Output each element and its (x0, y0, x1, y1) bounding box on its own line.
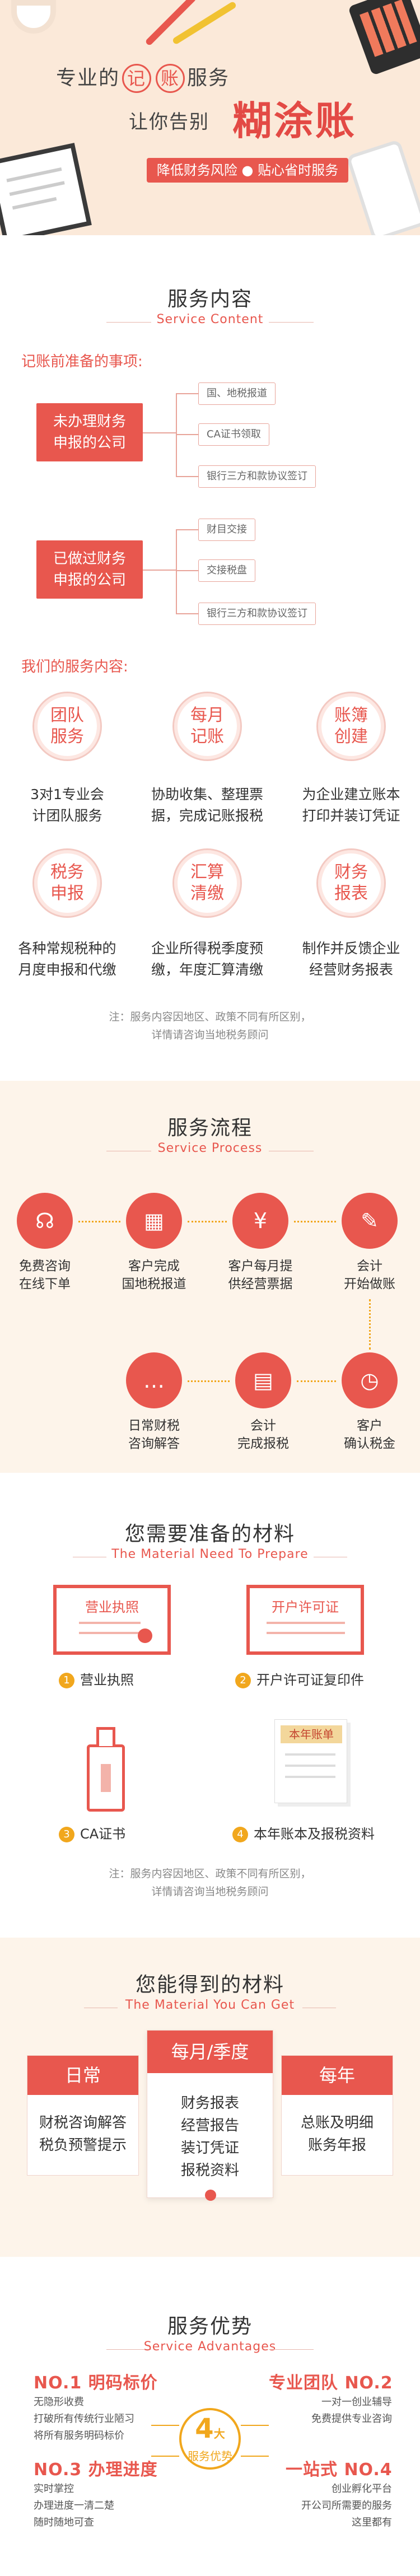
document-icon: ▤ (235, 1352, 291, 1408)
step-confirm-tax-label: 客户确认税金 (344, 1418, 395, 1451)
usb-key-icon (87, 1727, 125, 1812)
service-monthly-circle: 每月记账 (172, 692, 242, 761)
service-tax-circle: 税务申报 (32, 848, 102, 918)
hero-tagline: 降低财务风险 ● 贴心省时服务 (147, 158, 348, 183)
prep-item-tax-disk-handover: 交接税盘 (198, 559, 255, 582)
prepare-subtitle: The Material Need To Prepare (111, 1547, 309, 1561)
hero-mark-zhang: 账 (156, 64, 185, 93)
hero-banner: 专业的记账服务 让你告别 糊涂账 降低财务风险 ● 贴心省时服务 (0, 0, 420, 235)
process-subtitle: Service Process (157, 1141, 263, 1155)
adv-1-heading: NO.1 明码标价 (34, 2373, 158, 2393)
ledger-book-card: 本年账单 (274, 1719, 347, 1803)
prepare-note: 注：服务内容因地区、政策不同有所区别，详情请咨询当地税务顾问 (109, 1868, 311, 1898)
service-monthly-desc: 协助收集、整理票据，完成记账报税 (151, 786, 263, 824)
our-services-label: 我们的服务内容: (21, 659, 128, 675)
advantages-subtitle: Service Advantages (143, 2340, 277, 2354)
get-subtitle: The Material You Can Get (125, 1998, 295, 2012)
prepare-title: 您需要准备的材料 (124, 1523, 295, 1546)
calculator-icon (348, 0, 420, 76)
prep-item-tax-registration: 国、地税报道 (198, 382, 276, 405)
adv-3-heading: NO.3 办理进度 (34, 2460, 158, 2480)
coffee-cup-icon (11, 0, 56, 34)
account-permit-card: 开户许可证 (246, 1585, 364, 1655)
phone-icon (346, 139, 420, 235)
service-reports-desc: 制作并反馈企业经营财务报表 (302, 940, 400, 978)
service-books-circle: 账簿创建 (316, 692, 386, 761)
hero-headline: 糊涂账 (232, 97, 357, 144)
clock-icon: ◷ (342, 1352, 398, 1408)
service-content-section (0, 235, 420, 1081)
unregistered-company-box: 未办理财务申报的公司 (36, 403, 143, 461)
service-books-desc: 为企业建立账本打印并装订凭证 (302, 786, 400, 824)
prepare-section (0, 1473, 420, 1938)
get-card-daily: 日常 财税咨询解答 税负预警提示 (27, 2055, 139, 2176)
prep-item-bank-agreement: 银行三方和款协议签订 (198, 465, 316, 488)
adv-2-heading: 专业团队 NO.2 (269, 2373, 393, 2393)
service-content-title: 服务内容 (167, 288, 253, 311)
business-license-card: 营业执照 (53, 1585, 171, 1655)
service-settlement-circle: 汇算清缴 (172, 848, 242, 918)
step-accounting-label: 会计开始做账 (344, 1259, 395, 1291)
get-title: 您能得到的材料 (135, 1973, 284, 1996)
step-bills-label: 客户每月提供经营票据 (228, 1259, 293, 1291)
service-content-subtitle: Service Content (156, 312, 264, 326)
service-team-circle: 团队服务 (32, 692, 102, 761)
get-card-monthly: 每月/季度 财务报表 经营报告 装订凭证 报税资料 (147, 2030, 273, 2201)
adv-3-text: 实时掌控办理进度一清二楚随时随地可查 (34, 2483, 114, 2528)
advantages-title: 服务优势 (167, 2315, 253, 2338)
yen-icon: ¥ (232, 1193, 288, 1249)
hero-line2: 让你告别 (129, 111, 209, 133)
calendar-icon: ▦ (126, 1193, 182, 1249)
service-tax-desc: 各种常规税种的月度申报和代缴 (18, 940, 116, 978)
pen-icon (144, 0, 197, 46)
hero-mark-ji: 记 (122, 64, 152, 93)
adv-4-heading: 一站式 NO.4 (286, 2460, 393, 2480)
chat-icon: … (126, 1352, 182, 1408)
accounting-icon: ✎ (342, 1193, 398, 1249)
prep-item-ca-certificate: CA证书领取 (198, 423, 269, 446)
service-team-desc: 3对1专业会计团队服务 (30, 786, 104, 824)
hero-line1: 专业的记账服务 (56, 62, 230, 93)
headset-icon: ☊ (17, 1193, 73, 1249)
get-card-yearly: 每年 总账及明细 账务年报 (281, 2055, 393, 2176)
step-daily-consult-label: 日常财税咨询解答 (128, 1418, 180, 1451)
service-content-note: 注：服务内容因地区、政策不同有所区别，详情请咨询当地税务顾问 (109, 1011, 311, 1041)
service-settlement-desc: 企业所得税季度预缴，年度汇算清缴 (151, 940, 263, 978)
prep-label: 记账前准备的事项: (21, 353, 143, 370)
adv-1-text: 无隐形收费打破所有传统行业陋习将所有服务明码标价 (34, 2396, 134, 2442)
step-registration-label: 客户完成国地税报道 (122, 1259, 186, 1291)
service-reports-circle: 财务报表 (316, 848, 386, 918)
notebook-icon (0, 143, 92, 235)
step-tax-filed-label: 会计完成报税 (237, 1418, 289, 1451)
registered-company-box: 已做过财务申报的公司 (36, 540, 143, 599)
adv-2-text: 一对一创业辅导免费提供专业咨询 (311, 2396, 392, 2425)
prep-item-account-handover: 财目交接 (198, 519, 255, 541)
process-title: 服务流程 (167, 1117, 253, 1140)
adv-4-text: 创业孵化平台开公司所需要的服务这里都有 (301, 2483, 392, 2528)
prep-item-bank-agreement-2: 银行三方和款协议签订 (198, 603, 316, 625)
advantages-emblem: 4大 服务优势 (179, 2408, 241, 2470)
step-consult-label: 免费咨询在线下单 (19, 1259, 71, 1291)
